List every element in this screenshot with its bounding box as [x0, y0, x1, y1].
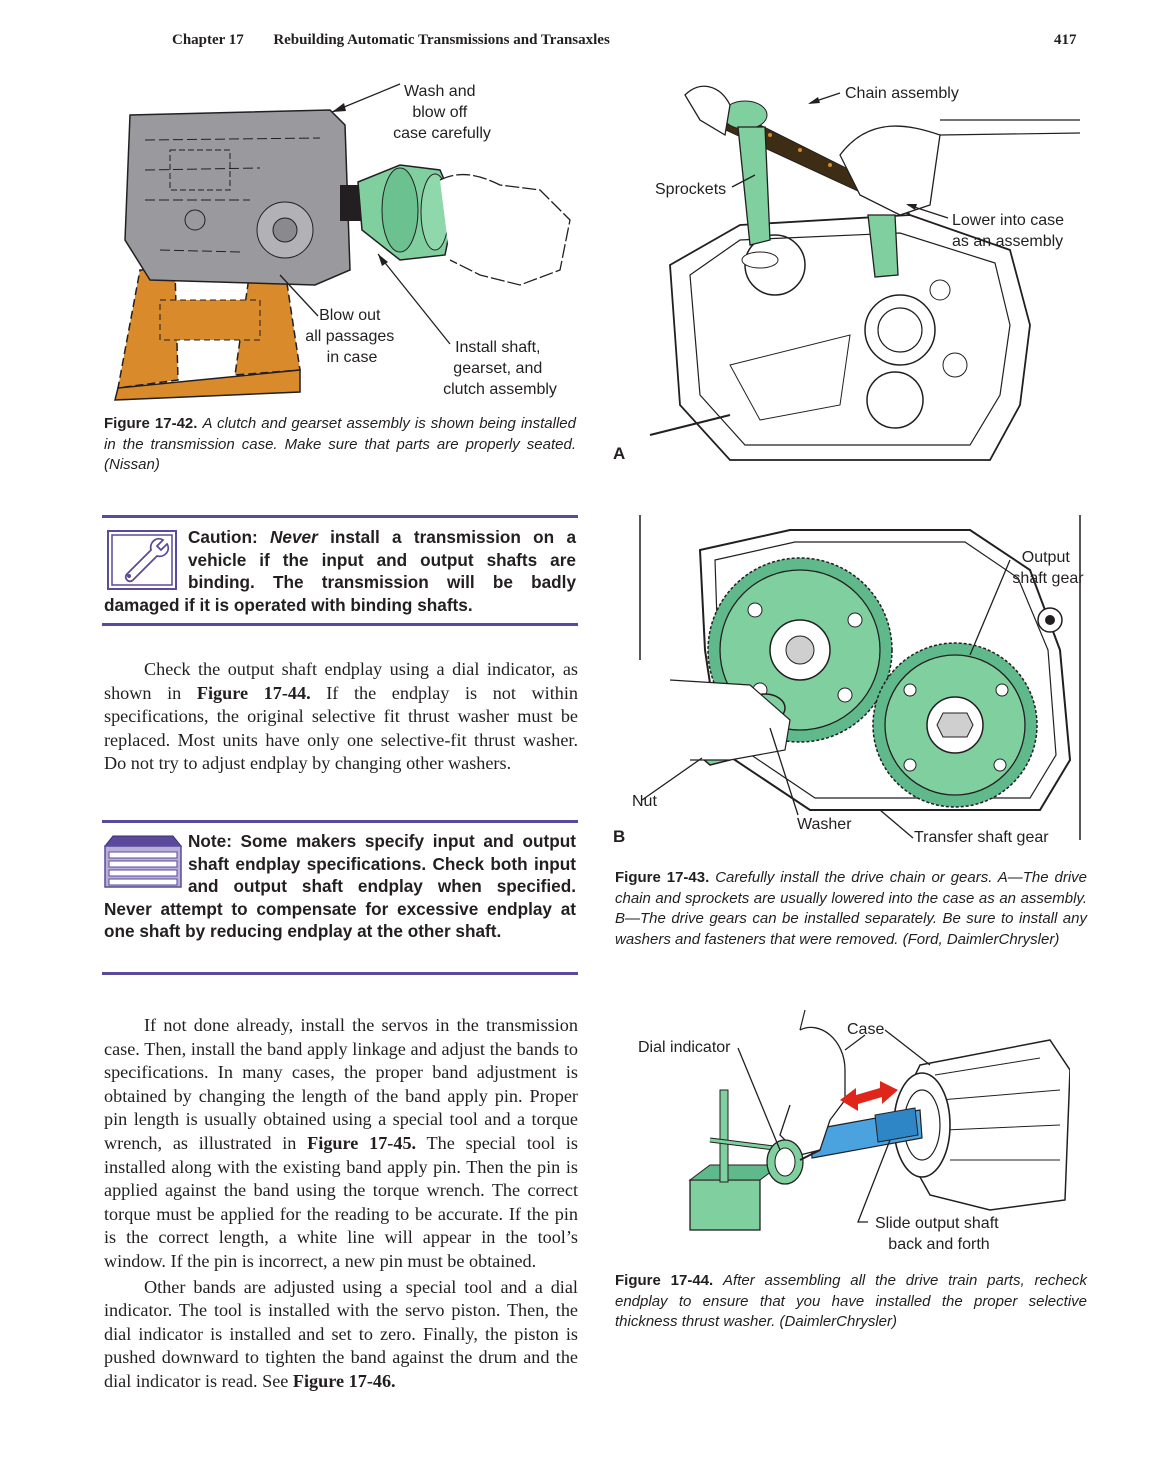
stand-graphic [114, 269, 301, 401]
callout-sprockets: Sprockets [655, 181, 726, 198]
caution-emphasis: Never [270, 527, 318, 547]
figure-17-43-label: Figure 17-43. [615, 869, 710, 886]
callout-nut: Nut [632, 793, 657, 810]
ref-figure-17-44: Figure 17-44. [196, 682, 311, 703]
callout-blow: Blow out all passages in case [305, 307, 398, 366]
figure-17-43-caption: Figure 17-43. Carefully install the driv… [615, 868, 1087, 950]
running-header: Chapter 17 Rebuilding Automatic Transmis… [172, 32, 610, 49]
page-number: 417 [1054, 32, 1077, 48]
figure-17-43a-illustration: Chain assembly Sprockets Lower into case… [613, 85, 1081, 463]
callout-output-gear: Output shaft gear [1012, 549, 1084, 587]
hand-graphic [439, 173, 571, 286]
figure-17-42-label: Figure 17-42. [104, 415, 198, 432]
figure-17-43b-illustration: Output shaft gear Nut Washer Transfer sh… [613, 515, 1084, 846]
callout-wash: Wash and blow off case carefully [393, 83, 491, 142]
note-text: Note: Some makers specify input and outp… [104, 831, 576, 942]
caution-text: Caution: Never install a transmission on… [104, 526, 576, 616]
panel-a-letter: A [613, 444, 625, 463]
ref-figure-17-46: Figure 17-46. [292, 1370, 396, 1391]
callout-chain: Chain assembly [845, 85, 959, 102]
figure-17-42-caption: Figure 17-42. A clutch and gearset assem… [104, 414, 576, 476]
figure-17-44-label: Figure 17-44. [615, 1272, 714, 1289]
figure-17-42-caption-text: A clutch and gearset assembly is shown b… [104, 415, 576, 473]
figure-17-42-illustration: Wash and blow off case carefully Blow ou… [114, 83, 571, 401]
ref-figure-17-45: Figure 17-45. [307, 1132, 417, 1153]
callout-lower: Lower into case as an assembly [952, 212, 1069, 250]
figure-17-44-caption: Figure 17-44. After assembling all the d… [615, 1271, 1087, 1333]
caution-top-rule [102, 515, 578, 518]
callout-slide: Slide output shaft back and forth [875, 1215, 1003, 1253]
figure-17-44-illustration: Case Dial indicator Slide output shaft b… [638, 1010, 1070, 1253]
clutch-assembly-graphic [340, 164, 456, 261]
callout-install: Install shaft, gearset, and clutch assem… [443, 339, 557, 398]
caution-bottom-rule [102, 623, 578, 626]
note-top-rule [102, 820, 578, 823]
callout-dial-indicator: Dial indicator [638, 1039, 731, 1056]
callout-washer: Washer [797, 816, 852, 833]
transmission-case-graphic [124, 109, 351, 286]
caution-lead: Caution: [188, 527, 258, 547]
figure-17-43-caption-text: Carefully install the drive chain or gea… [615, 869, 1087, 948]
toolbox-icon [103, 835, 183, 888]
chapter-label: Chapter 17 [172, 32, 244, 48]
callout-transfer-gear: Transfer shaft gear [914, 829, 1049, 846]
wrench-icon [107, 530, 177, 590]
figure-17-44-caption-text: After assembling all the drive train par… [615, 1272, 1087, 1330]
caution-body: install a transmission on a vehicle if t… [104, 527, 576, 615]
paragraph-servos: If not done already, install the servos … [104, 1015, 579, 1391]
chapter-title: Rebuilding Automatic Transmissions and T… [273, 32, 610, 48]
callout-case: Case [847, 1021, 884, 1038]
panel-b-letter: B [613, 827, 625, 846]
note-bottom-rule [102, 972, 578, 975]
paragraph-endplay: Check the output shaft endplay using a d… [104, 659, 579, 774]
